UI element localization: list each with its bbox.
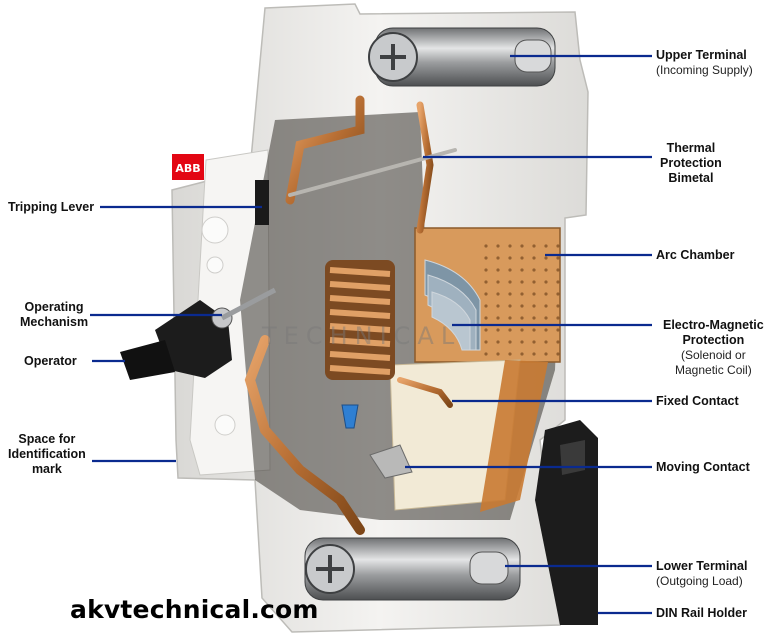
svg-text:ABB: ABB <box>175 162 200 175</box>
leader-lines <box>90 54 652 615</box>
label-operating-mechanism: Operating Mechanism <box>20 300 89 329</box>
label-operator: Operator <box>24 354 77 368</box>
abb-logo: ABB <box>172 154 204 180</box>
watermark-text: TECHNICAL <box>262 322 462 350</box>
tripping-lever <box>255 180 269 225</box>
label-thermal-protection-bimetal: Thermal Protection Bimetal <box>660 141 722 185</box>
lower-terminal <box>304 537 521 601</box>
label-space-for-identification-mark: Space for Identification mark <box>8 432 86 476</box>
label-lower-terminal: Lower Terminal (Outgoing Load) <box>656 559 748 588</box>
solenoid-coil <box>325 260 395 380</box>
operator-toggle <box>120 287 277 380</box>
label-moving-contact: Moving Contact <box>656 460 750 474</box>
label-fixed-contact: Fixed Contact <box>656 394 739 408</box>
website-text: akvtechnical.com <box>70 595 319 624</box>
label-tripping-lever: Tripping Lever <box>8 200 95 214</box>
label-din-rail-holder: DIN Rail Holder <box>656 606 747 620</box>
label-electro-magnetic-protection: Electro-Magnetic Protection (Solenoid or… <box>663 318 764 377</box>
moving-contact <box>369 444 413 479</box>
label-upper-terminal: Upper Terminal (Incoming Supply) <box>656 48 753 77</box>
arc-chamber <box>414 227 561 363</box>
label-arc-chamber: Arc Chamber <box>656 248 735 262</box>
